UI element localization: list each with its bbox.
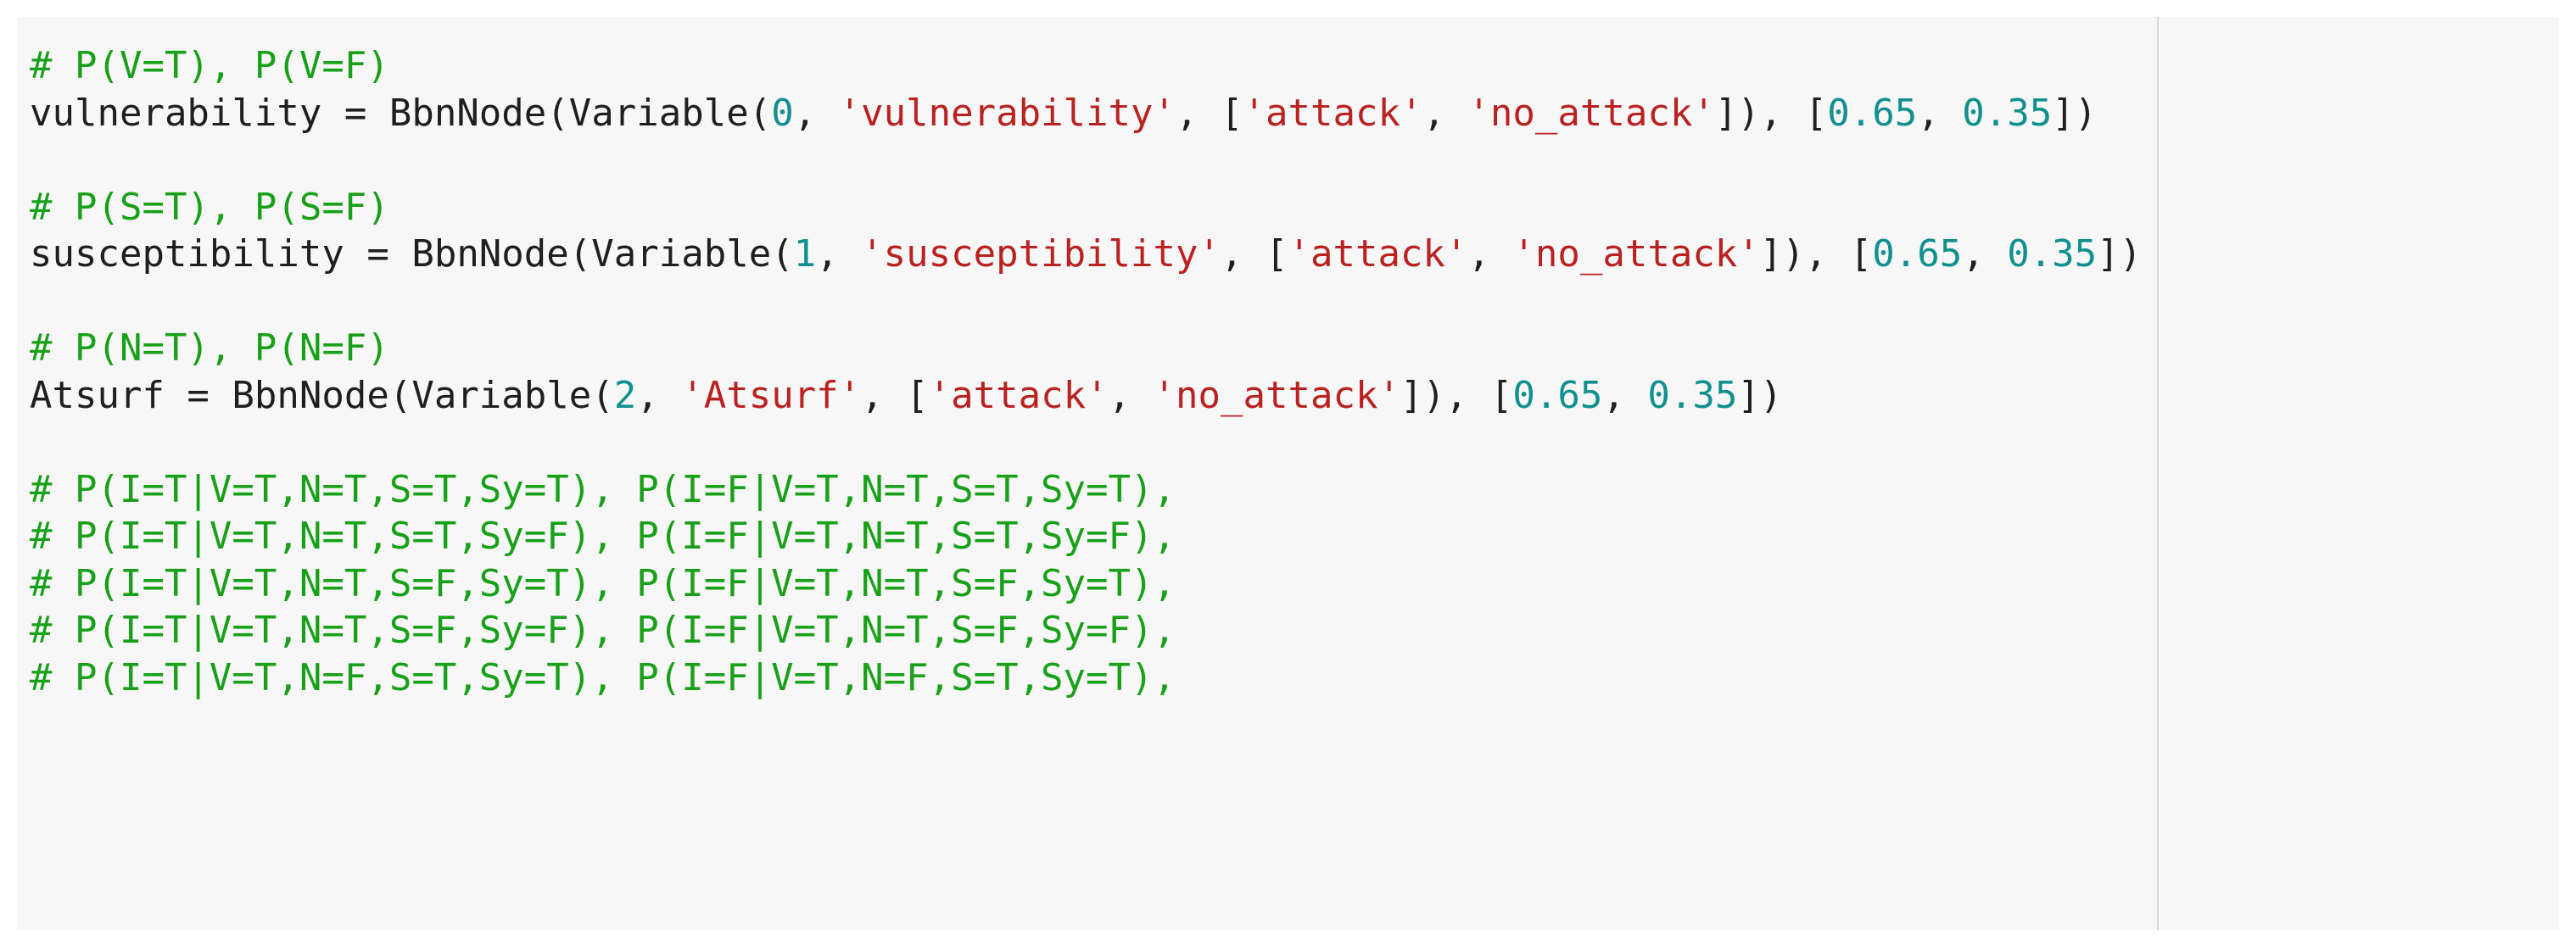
code-editor[interactable]: # P(V=T), P(V=F)vulnerability = BbnNode(…	[17, 17, 2559, 930]
code-token: ,	[1917, 91, 1963, 135]
string-token: 'no_attack'	[1153, 373, 1400, 417]
number-token: 0	[771, 91, 794, 135]
comment-token: # P(I=T|V=T,N=T,S=F,Sy=T), P(I=F|V=T,N=T…	[30, 561, 1176, 605]
code-token: ,	[636, 373, 682, 417]
code-token: vulnerability = BbnNode(Variable(	[30, 91, 772, 135]
code-token: ])	[1737, 373, 1783, 417]
number-token: 1	[793, 232, 817, 276]
comment-token: # P(I=T|V=T,N=T,S=F,Sy=F), P(I=F|V=T,N=T…	[30, 609, 1176, 652]
code-token: ,	[1962, 232, 2008, 276]
code-token: ,	[1422, 91, 1468, 135]
code-line: # P(N=T), P(N=F)	[30, 325, 2559, 372]
code-line: # P(I=T|V=T,N=T,S=F,Sy=T), P(I=F|V=T,N=T…	[30, 560, 2559, 608]
blank-line	[30, 136, 2559, 184]
comment-token: # P(I=T|V=T,N=F,S=T,Sy=T), P(I=F|V=T,N=F…	[30, 655, 1176, 699]
string-token: 'vulnerability'	[838, 91, 1176, 135]
code-token: ])	[2052, 91, 2098, 135]
comment-token: # P(I=T|V=T,N=T,S=T,Sy=T), P(I=F|V=T,N=T…	[30, 467, 1176, 511]
comment-token: # P(I=T|V=T,N=T,S=T,Sy=F), P(I=F|V=T,N=T…	[30, 515, 1176, 558]
string-token: 'susceptibility'	[861, 232, 1221, 276]
string-token: 'Atsurf'	[681, 373, 862, 417]
number-token: 0.65	[1872, 232, 1963, 276]
code-line: # P(I=T|V=T,N=T,S=F,Sy=F), P(I=F|V=T,N=T…	[30, 607, 2559, 655]
code-token: ]), [	[1400, 373, 1513, 417]
number-token: 0.65	[1827, 91, 1918, 135]
code-line: vulnerability = BbnNode(Variable(0, 'vul…	[30, 90, 2559, 137]
code-token: , [	[1176, 91, 1243, 135]
blank-line	[30, 419, 2559, 466]
number-token: 2	[613, 373, 637, 417]
code-token: ]), [	[1759, 232, 1873, 276]
code-token: ,	[793, 91, 839, 135]
code-token: ,	[1602, 373, 1648, 417]
code-block[interactable]: # P(V=T), P(V=F)vulnerability = BbnNode(…	[30, 42, 2559, 701]
string-token: 'no_attack'	[1467, 91, 1715, 135]
comment-token: # P(V=T), P(V=F)	[30, 44, 389, 87]
code-token: Atsurf = BbnNode(Variable(	[30, 373, 614, 417]
string-token: 'attack'	[1243, 91, 1423, 135]
code-token: , [	[1221, 232, 1288, 276]
number-token: 0.35	[1647, 373, 1738, 417]
line-length-ruler	[2157, 17, 2159, 930]
code-token: ,	[1467, 232, 1513, 276]
comment-token: # P(S=T), P(S=F)	[30, 185, 389, 229]
string-token: 'no_attack'	[1512, 232, 1760, 276]
code-line: # P(I=T|V=T,N=F,S=T,Sy=T), P(I=F|V=T,N=F…	[30, 655, 2559, 702]
code-token: ])	[2097, 232, 2143, 276]
code-token: ,	[816, 232, 862, 276]
string-token: 'attack'	[1288, 232, 1468, 276]
string-token: 'attack'	[928, 373, 1109, 417]
code-token: ,	[1108, 373, 1154, 417]
number-token: 0.65	[1512, 373, 1603, 417]
comment-token: # P(N=T), P(N=F)	[30, 326, 389, 370]
blank-line	[30, 278, 2559, 326]
code-token: , [	[861, 373, 929, 417]
code-token: susceptibility = BbnNode(Variable(	[30, 232, 794, 276]
code-line: # P(S=T), P(S=F)	[30, 184, 2559, 231]
number-token: 0.35	[1962, 91, 2053, 135]
code-line: Atsurf = BbnNode(Variable(2, 'Atsurf', […	[30, 372, 2559, 420]
code-line: # P(I=T|V=T,N=T,S=T,Sy=F), P(I=F|V=T,N=T…	[30, 513, 2559, 560]
code-token: ]), [	[1714, 91, 1828, 135]
code-line: susceptibility = BbnNode(Variable(1, 'su…	[30, 231, 2559, 278]
number-token: 0.35	[2007, 232, 2098, 276]
code-line: # P(I=T|V=T,N=T,S=T,Sy=T), P(I=F|V=T,N=T…	[30, 466, 2559, 514]
code-line: # P(V=T), P(V=F)	[30, 42, 2559, 90]
